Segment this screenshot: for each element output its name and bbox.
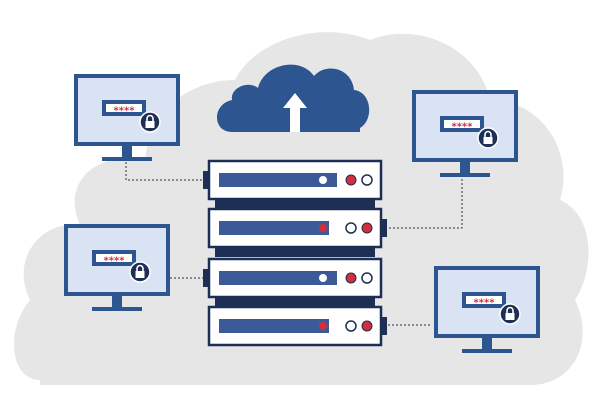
monitor-neck <box>460 162 470 174</box>
client-monitors: **** **** **** **** <box>64 74 540 353</box>
status-led <box>345 222 357 234</box>
password-asterisks: **** <box>104 256 126 267</box>
monitor-neck <box>482 338 492 350</box>
server-rail <box>215 297 375 307</box>
connector-top-right <box>380 175 463 229</box>
server-bar-led <box>319 176 327 184</box>
server-bar-led <box>319 274 327 282</box>
cloud-upload-icon <box>217 64 370 132</box>
server-rack-icon <box>207 207 387 257</box>
monitor-base <box>92 307 142 311</box>
server-bar-led <box>319 224 327 232</box>
padlock-icon <box>499 303 521 325</box>
monitor-neck <box>112 296 122 308</box>
status-led <box>345 320 357 332</box>
server-bar-led <box>319 322 327 330</box>
server-rack-icon <box>203 159 383 209</box>
password-asterisks: **** <box>452 122 474 133</box>
monitor-base <box>440 173 490 177</box>
server-side-tab <box>381 317 387 335</box>
server-drive-bar <box>219 221 329 235</box>
server-stack <box>203 159 387 347</box>
server-side-tab <box>203 269 209 287</box>
server-side-tab <box>381 219 387 237</box>
status-led <box>361 320 373 332</box>
status-led <box>345 272 357 284</box>
monitor-middle-left: **** <box>64 224 170 311</box>
monitor-top-right: **** <box>412 90 518 177</box>
padlock-icon <box>129 261 151 283</box>
server-rail <box>215 247 375 257</box>
status-led <box>361 272 373 284</box>
padlock-icon <box>477 127 499 149</box>
connector-top-left <box>125 162 205 181</box>
server-rail <box>215 199 375 209</box>
monitor-bottom-right: **** <box>434 266 540 353</box>
monitor-base <box>102 157 152 161</box>
monitor-top-left: **** <box>74 74 180 161</box>
monitor-base <box>462 349 512 353</box>
server-drive-bar <box>219 319 329 333</box>
server-side-tab <box>203 171 209 189</box>
network-connectors <box>125 162 463 326</box>
server-drive-bar <box>219 271 337 285</box>
server-drive-bar <box>219 173 337 187</box>
status-led <box>361 174 373 186</box>
server-rack-icon <box>203 257 383 307</box>
password-asterisks: **** <box>474 298 496 309</box>
padlock-icon <box>139 111 161 133</box>
status-led <box>345 174 357 186</box>
status-led <box>361 222 373 234</box>
password-asterisks: **** <box>114 106 136 117</box>
monitor-neck <box>122 146 132 158</box>
server-rack-icon <box>207 305 387 347</box>
